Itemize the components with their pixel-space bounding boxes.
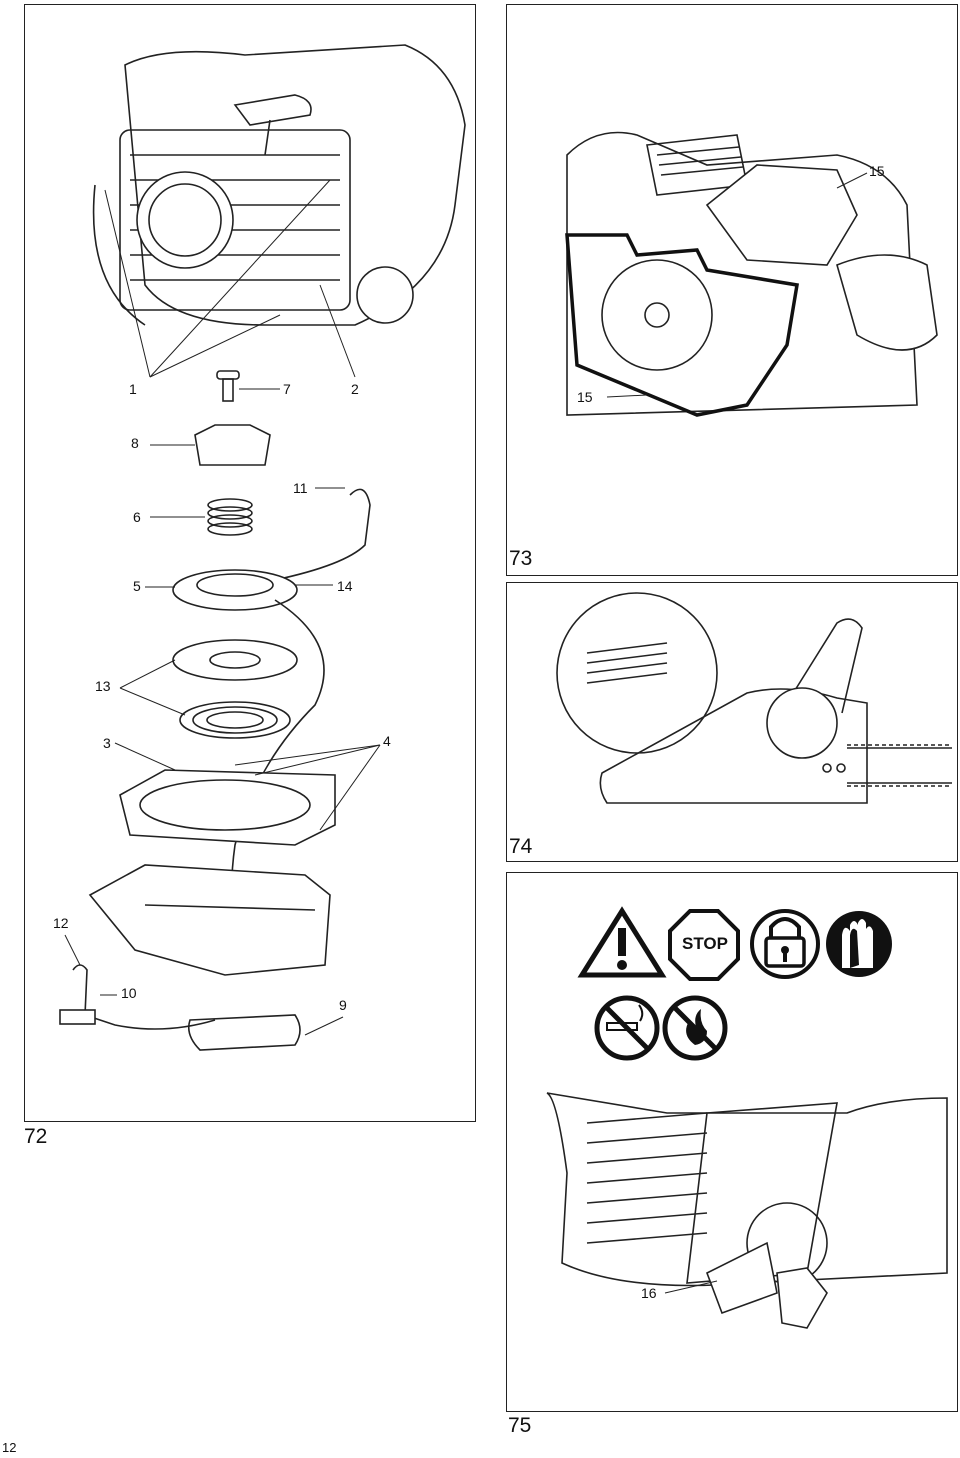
figure-75-drawing <box>546 906 948 1329</box>
callout-12: 12 <box>53 915 69 931</box>
figure-74-number: 74 <box>509 835 533 858</box>
saw-housing-edge <box>92 184 146 326</box>
figure-74-panel: 74 <box>506 582 958 862</box>
callout-15-bottom: 15 <box>577 389 593 405</box>
callout-15-top: 15 <box>869 163 885 179</box>
stop-sign-label: STOP <box>682 934 728 953</box>
rope-pulley <box>172 569 298 611</box>
callout-1: 1 <box>129 381 137 397</box>
saw-fuel-area-drawing <box>546 1092 948 1329</box>
rope-tool <box>72 964 216 1030</box>
starter-cover-round <box>136 171 234 269</box>
callout-4: 4 <box>383 733 391 749</box>
stop-sign-icon <box>668 909 740 981</box>
figure-73-drawing <box>565 131 938 417</box>
callout-5: 5 <box>133 578 141 594</box>
detail-circle-large <box>556 592 718 754</box>
fuel-cap <box>356 266 414 324</box>
washer-part <box>172 639 298 681</box>
figure-72-panel: 1 7 2 8 11 6 5 14 13 3 4 12 10 9 <box>24 4 476 1122</box>
warning-triangle-icon <box>577 906 667 978</box>
fuel-cap-retainer <box>776 1267 828 1329</box>
padlock-icon <box>750 909 820 979</box>
callout-16: 16 <box>641 1285 657 1301</box>
cover-boundary <box>565 233 800 417</box>
detail-cylinder-fins <box>586 642 668 684</box>
hand <box>836 254 938 351</box>
starter-handle <box>233 94 312 126</box>
callout-14: 14 <box>337 578 353 594</box>
flywheel <box>601 259 713 371</box>
spring-housing <box>119 769 336 846</box>
callout-8: 8 <box>131 435 139 451</box>
screw-part <box>216 370 240 380</box>
callout-7: 7 <box>283 381 291 397</box>
callout-3: 3 <box>103 735 111 751</box>
figure-75-number: 75 <box>508 1414 532 1437</box>
starter-cover-housing <box>88 864 331 976</box>
callout-11: 11 <box>293 480 308 496</box>
air-filter-cover <box>705 164 858 266</box>
detail-circle-small <box>766 687 838 759</box>
callout-2: 2 <box>351 381 359 397</box>
small-spring-part <box>207 498 253 536</box>
saw-body-outline <box>599 688 868 804</box>
callout-9: 9 <box>339 997 347 1013</box>
figure-73-number: 73 <box>509 547 533 570</box>
starter-grip <box>187 1014 301 1051</box>
page-number: 12 <box>2 1440 17 1455</box>
top-handle <box>786 618 863 714</box>
engine-outline <box>566 131 918 416</box>
starter-rope-top <box>274 488 371 581</box>
figure-72-drawing <box>59 44 466 1051</box>
callout-10: 10 <box>121 985 137 1001</box>
no-smoking-icon <box>594 995 660 1061</box>
figure-75-panel: STOP 16 <box>506 872 958 1412</box>
figure-73-panel: 15 15 73 <box>506 4 958 576</box>
fuel-cap-part <box>705 1241 778 1315</box>
guide-bar <box>847 747 952 784</box>
saw-housing-outline <box>124 44 466 326</box>
recoil-spring <box>179 701 291 739</box>
gloves-icon <box>826 911 892 977</box>
nut-part <box>194 424 271 466</box>
callout-13: 13 <box>95 678 111 694</box>
figure-74-drawing <box>556 592 952 804</box>
rope-tool-plate <box>59 1009 96 1025</box>
callout-6: 6 <box>133 509 141 525</box>
no-open-flame-icon <box>662 995 728 1061</box>
figure-72-number: 72 <box>24 1125 48 1148</box>
